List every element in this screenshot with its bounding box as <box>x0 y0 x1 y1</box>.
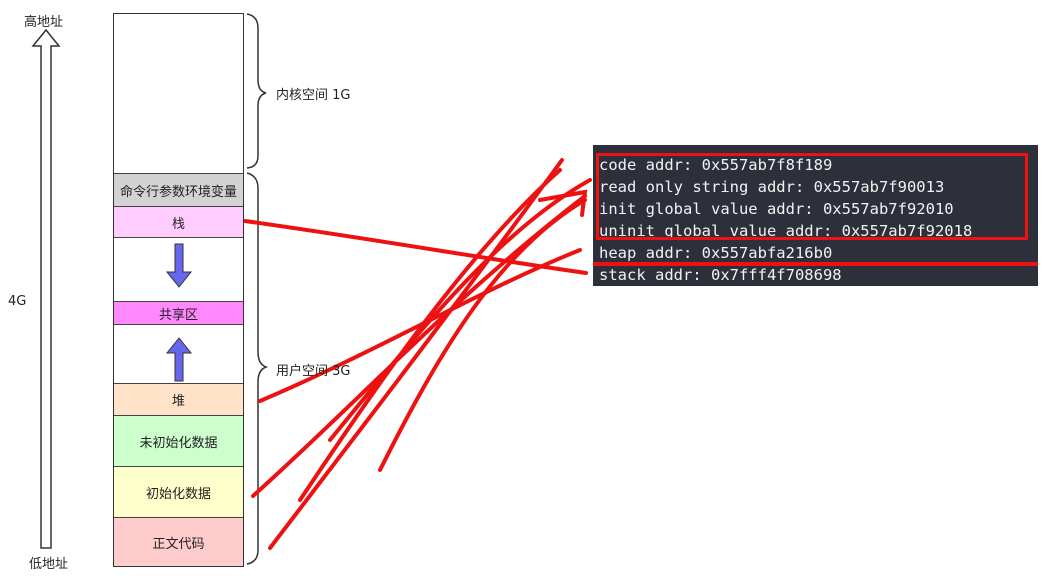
address-size-label: 4G <box>8 294 27 309</box>
stack-segment: 栈 <box>114 206 243 237</box>
user-space-brace-icon <box>246 172 269 565</box>
low-address-label: 低地址 <box>29 557 69 572</box>
heap-grow-up-arrow-icon <box>165 337 193 382</box>
user-space-label: 用户空间 3G <box>276 364 351 379</box>
terminal-line-code: code addr: 0x557ab7f8f189 <box>599 156 833 174</box>
heap-segment: 堆 <box>114 383 243 415</box>
annotation-cross-line-3 <box>378 198 587 472</box>
text-segment: 正文代码 <box>114 517 243 566</box>
terminal-line-rodata: read only string addr: 0x557ab7f90013 <box>599 178 945 196</box>
memory-column <box>113 13 244 567</box>
terminal-highlight-box <box>596 153 1028 240</box>
terminal-line-stack: stack addr: 0x7fff4f708698 <box>599 266 842 284</box>
stack-gap-segment <box>114 237 243 301</box>
kernel-space-segment <box>114 14 243 173</box>
annotation-text-line <box>268 158 564 550</box>
kernel-space-brace-icon <box>246 13 267 169</box>
terminal-output: code addr: 0x557ab7f8f189 read only stri… <box>593 145 1038 286</box>
annotation-cross-line-2 <box>328 178 592 442</box>
address-up-arrow-icon <box>31 28 61 549</box>
terminal-line-heap: heap addr: 0x557abfa216b0 <box>599 244 833 262</box>
heap-gap-segment <box>114 324 243 383</box>
bss-segment: 未初始化数据 <box>114 415 243 466</box>
high-address-label: 高地址 <box>24 15 64 30</box>
terminal-line-init-global: init global value addr: 0x557ab7f92010 <box>599 200 954 218</box>
terminal-line-uninit-global: uninit global value addr: 0x557ab7f92018 <box>599 222 973 240</box>
kernel-space-label: 内核空间 1G <box>276 88 351 103</box>
annotation-cross-line-1 <box>298 168 562 502</box>
stack-grow-down-arrow-icon <box>165 243 193 288</box>
annotation-data-line <box>251 194 587 498</box>
data-segment: 初始化数据 <box>114 466 243 517</box>
terminal-heap-underline <box>593 262 1038 266</box>
shared-segment: 共享区 <box>114 301 243 324</box>
annotation-arrow-head <box>538 189 588 217</box>
annotation-lines <box>243 158 592 550</box>
annotation-stack-line <box>243 219 588 275</box>
env-args-segment: 命令行参数环境变量 <box>114 173 243 206</box>
